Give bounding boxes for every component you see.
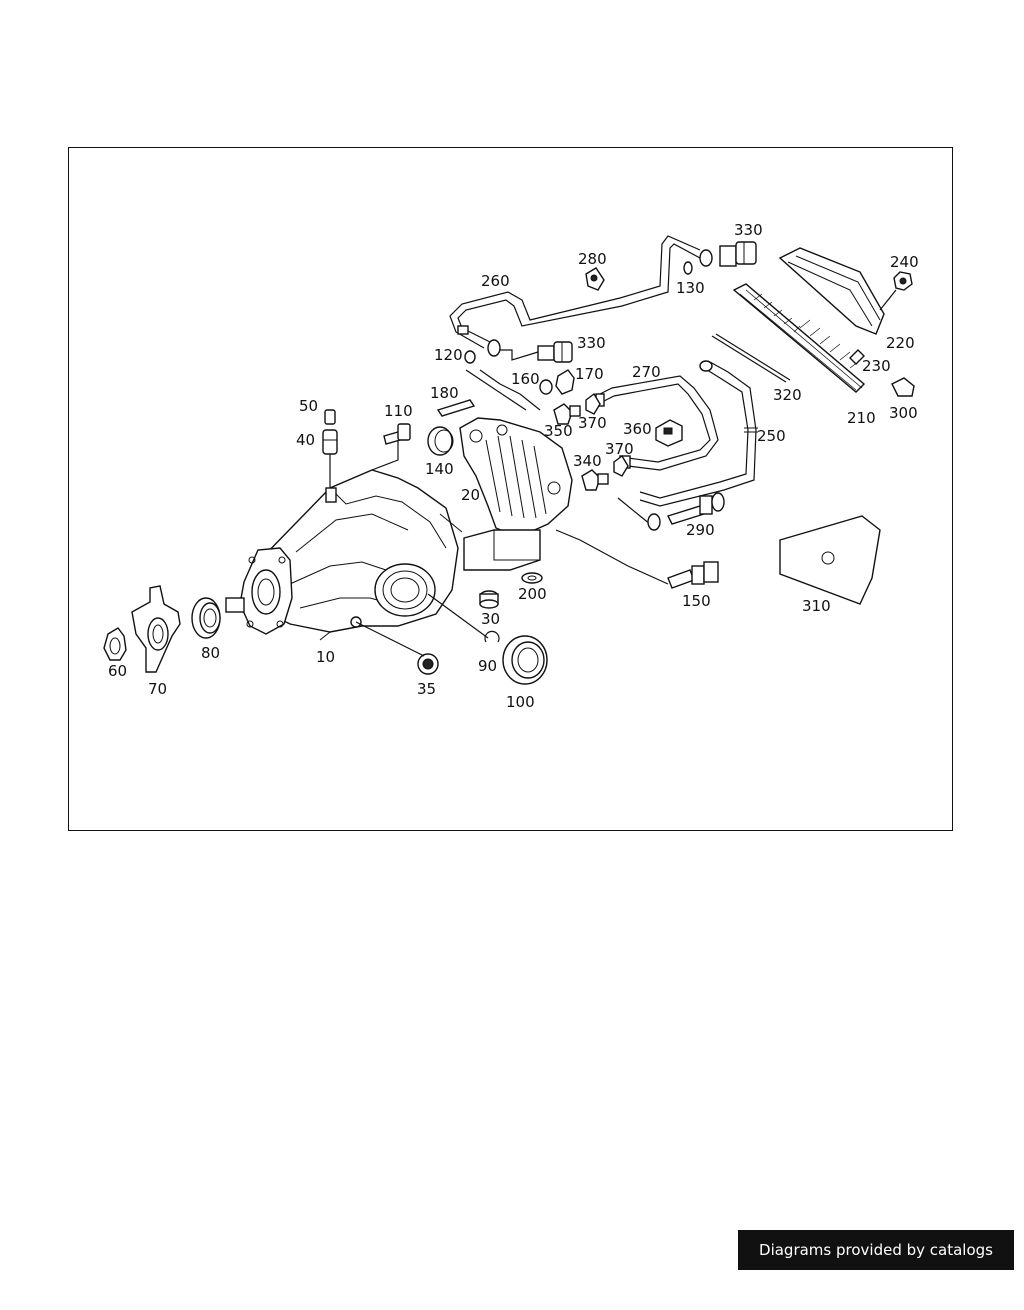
- label-320: 320: [773, 386, 802, 404]
- part-30-plug: [479, 590, 499, 609]
- part-110-bolt: [371, 423, 411, 471]
- label-340: 340: [573, 452, 602, 470]
- label-170: 170: [575, 365, 604, 383]
- label-40: 40: [296, 431, 315, 449]
- footer-credit: Diagrams provided by catalogs parts: [738, 1230, 1014, 1299]
- part-70-flange: [131, 585, 181, 673]
- part-260-pipe: [449, 235, 713, 357]
- part-150-sensor: [555, 529, 719, 589]
- part-370-clip-bottom: [613, 454, 629, 477]
- label-140: 140: [425, 460, 454, 478]
- label-200: 200: [518, 585, 547, 603]
- label-10: 10: [316, 648, 335, 666]
- label-240: 240: [890, 253, 919, 271]
- label-70: 70: [148, 680, 167, 698]
- part-340-fitting: [581, 469, 609, 491]
- part-330-fitting-top: [719, 241, 757, 267]
- part-130-washer: [683, 261, 693, 275]
- part-90-circlip: [427, 593, 500, 643]
- part-360-clamp: [655, 419, 683, 447]
- label-330-top: 330: [734, 221, 763, 239]
- part-140-plug: [427, 426, 454, 456]
- label-35: 35: [417, 680, 436, 698]
- part-370-clip-top: [585, 392, 601, 415]
- label-180: 180: [430, 384, 459, 402]
- part-50-cap: [324, 409, 336, 425]
- part-350-fitting: [479, 369, 581, 425]
- part-240-nut: [879, 271, 913, 311]
- label-160: 160: [511, 370, 540, 388]
- label-120: 120: [434, 346, 463, 364]
- part-200-washer: [521, 572, 543, 584]
- part-120-washer: [464, 350, 527, 411]
- label-300: 300: [889, 404, 918, 422]
- label-80: 80: [201, 644, 220, 662]
- exploded-parts-diagram: 10 20 30 35 40 50 60 70 80 90 100 110 12…: [103, 221, 919, 711]
- part-60-nut: [103, 627, 127, 661]
- part-230-clip: [849, 349, 865, 365]
- label-270: 270: [632, 363, 661, 381]
- label-220: 220: [886, 334, 915, 352]
- part-220-cooler-cover: [778, 247, 885, 335]
- label-60: 60: [108, 662, 127, 680]
- label-110: 110: [384, 402, 413, 420]
- label-310: 310: [802, 597, 831, 615]
- part-80-seal: [191, 597, 221, 639]
- label-360: 360: [623, 420, 652, 438]
- label-210: 210: [847, 409, 876, 427]
- label-50: 50: [299, 397, 318, 415]
- part-290-banjo-bolt: [617, 492, 725, 531]
- part-320-strip: [711, 333, 791, 383]
- label-30: 30: [481, 610, 500, 628]
- label-150: 150: [682, 592, 711, 610]
- label-260: 260: [481, 272, 510, 290]
- label-370-top: 370: [578, 414, 607, 432]
- label-250: 250: [757, 427, 786, 445]
- part-100-seal: [502, 635, 548, 685]
- callout-labels: 10 20 30 35 40 50 60 70 80 90 100 110 12…: [108, 221, 919, 711]
- label-370-bottom: 370: [605, 440, 634, 458]
- label-330-middle: 330: [577, 334, 606, 352]
- label-90: 90: [478, 657, 497, 675]
- part-35-plug: [355, 621, 439, 675]
- label-290: 290: [686, 521, 715, 539]
- part-310-plate: [779, 515, 881, 605]
- part-40-vent: [322, 429, 338, 488]
- part-300-grommet: [891, 377, 915, 397]
- part-210-oil-cooler: [732, 283, 866, 393]
- label-20: 20: [461, 486, 480, 504]
- part-170-nut: [555, 369, 575, 395]
- part-160-washer: [539, 379, 553, 395]
- part-10-differential-housing: [225, 469, 459, 641]
- label-100: 100: [506, 693, 535, 711]
- part-20-rear-cover: [439, 417, 573, 571]
- part-330-fitting-middle: [500, 341, 573, 363]
- label-280: 280: [578, 250, 607, 268]
- part-250-pipe: [639, 360, 758, 507]
- label-350: 350: [544, 422, 573, 440]
- part-180-stud: [436, 399, 476, 417]
- label-230: 230: [862, 357, 891, 375]
- part-280-clip: [585, 267, 605, 291]
- label-130: 130: [676, 279, 705, 297]
